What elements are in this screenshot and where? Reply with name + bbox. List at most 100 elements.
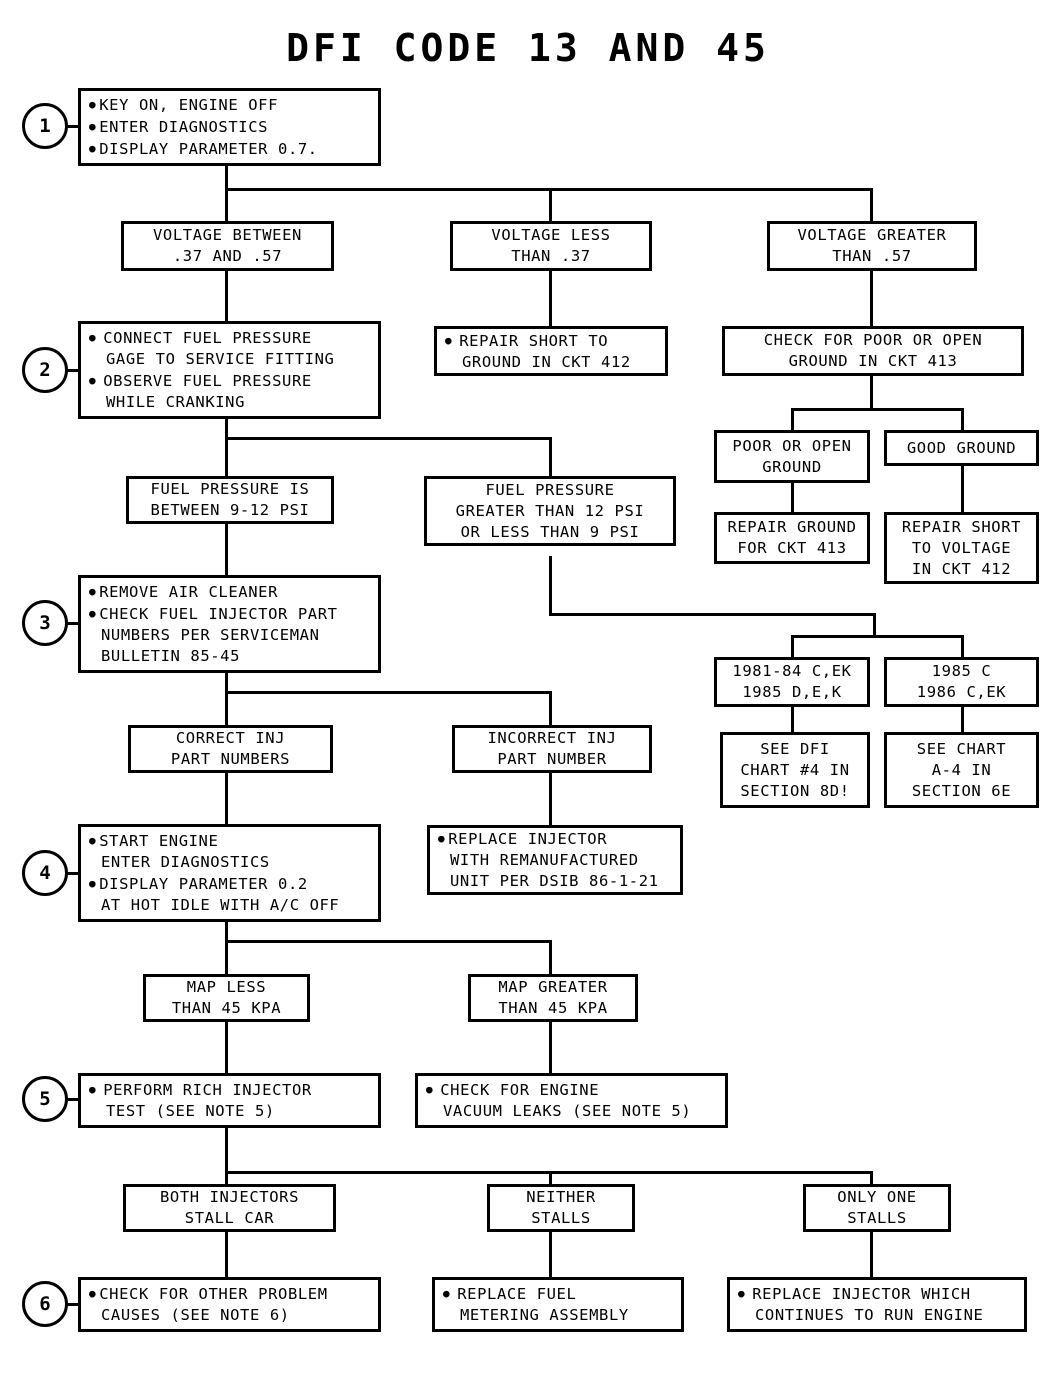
see-dfi-chart-4-section-8d-box[interactable]: SEE DFI CHART #4 IN SECTION 8D!	[720, 732, 870, 808]
connector-line	[549, 691, 552, 729]
connector-line	[791, 635, 964, 638]
connect-fuel-pressure-gage-box[interactable]: CONNECT FUEL PRESSURE GAGE TO SERVICE FI…	[78, 321, 381, 419]
box-line: TO VOLTAGE	[911, 538, 1012, 557]
connector-line	[870, 374, 873, 410]
map-less-than-45-kpa-box[interactable]: MAP LESS THAN 45 KPA	[143, 974, 310, 1022]
box-line: CHECK FOR POOR OR OPEN	[763, 331, 983, 349]
box-line: METERING ASSEMBLY	[460, 1306, 629, 1324]
box-line: CAUSES (SEE NOTE 6)	[101, 1306, 290, 1324]
check-engine-vacuum-leaks-box[interactable]: CHECK FOR ENGINE VACUUM LEAKS (SEE NOTE …	[415, 1073, 728, 1128]
remove-air-cleaner-check-injector-box[interactable]: REMOVE AIR CLEANER CHECK FUEL INJECTOR P…	[78, 575, 381, 673]
repair-short-to-voltage-ckt-412-box[interactable]: REPAIR SHORT TO VOLTAGE IN CKT 412	[884, 512, 1039, 584]
box-line: 1985 D,E,K	[742, 683, 842, 701]
repair-ground-ckt-413-box[interactable]: REPAIR GROUND FOR CKT 413	[714, 512, 870, 564]
step-marker-5: 5	[22, 1076, 68, 1122]
box-line: ONLY ONE	[837, 1188, 917, 1206]
both-injectors-stall-car-box[interactable]: BOTH INJECTORS STALL CAR	[123, 1184, 336, 1232]
replace-fuel-metering-assembly-box[interactable]: REPLACE FUEL METERING ASSEMBLY	[432, 1277, 684, 1332]
box-line: REPAIR SHORT	[901, 517, 1022, 536]
box-line: .37 AND .57	[172, 247, 283, 265]
box-line: KEY ON, ENGINE OFF	[81, 94, 278, 116]
check-other-problem-causes-box[interactable]: CHECK FOR OTHER PROBLEM CAUSES (SEE NOTE…	[78, 1277, 381, 1332]
see-chart-a-4-section-6e-box[interactable]: SEE CHART A-4 IN SECTION 6E	[884, 732, 1039, 808]
connector-line	[549, 188, 552, 221]
box-line: IN CKT 412	[911, 559, 1012, 578]
connector-line	[791, 408, 964, 411]
box-line: GOOD GROUND	[906, 438, 1017, 457]
key-on-engine-off-box[interactable]: KEY ON, ENGINE OFF ENTER DIAGNOSTICS DIS…	[78, 88, 381, 166]
voltage-less-box[interactable]: VOLTAGE LESS THAN .37	[450, 221, 652, 271]
connector-line	[870, 188, 873, 221]
box-line: CONNECT FUEL PRESSURE	[81, 327, 312, 349]
box-line: OR LESS THAN 9 PSI	[460, 522, 640, 541]
start-engine-display-parameter-box[interactable]: START ENGINE ENTER DIAGNOSTICS DISPLAY P…	[78, 824, 381, 922]
page-title: DFI CODE 13 AND 45	[286, 26, 770, 70]
box-line: VOLTAGE GREATER	[797, 226, 947, 244]
box-line: POOR OR OPEN	[732, 436, 852, 455]
incorrect-inj-part-number-box[interactable]: INCORRECT INJ PART NUMBER	[452, 725, 652, 773]
good-ground-box[interactable]: GOOD GROUND	[884, 430, 1039, 466]
box-line: WHILE CRANKING	[106, 393, 246, 411]
perform-rich-injector-test-box[interactable]: PERFORM RICH INJECTOR TEST (SEE NOTE 5)	[78, 1073, 381, 1128]
connector-line	[225, 671, 228, 729]
box-line: START ENGINE	[81, 830, 218, 852]
box-line: MAP LESS	[186, 978, 267, 996]
box-line: CONTINUES TO RUN ENGINE	[755, 1306, 984, 1324]
box-line: GREATER THAN 12 PSI	[455, 501, 645, 520]
box-line: FUEL PRESSURE	[485, 480, 615, 499]
replace-injector-continues-to-run-box[interactable]: REPLACE INJECTOR WHICH CONTINUES TO RUN …	[727, 1277, 1027, 1332]
step-connector-stub	[66, 369, 80, 372]
step-label: 4	[39, 862, 51, 884]
box-line: VACUUM LEAKS (SEE NOTE 5)	[443, 1102, 692, 1120]
box-line: BOTH INJECTORS	[159, 1188, 300, 1206]
box-line: STALLS	[847, 1209, 907, 1227]
box-line: AT HOT IDLE WITH A/C OFF	[101, 896, 340, 914]
box-line: INCORRECT INJ	[487, 729, 617, 747]
box-line: REPAIR SHORT TO	[437, 330, 608, 352]
step-label: 1	[39, 115, 51, 137]
connector-line	[225, 940, 552, 943]
fuel-pressure-out-of-range-box[interactable]: FUEL PRESSURE GREATER THAN 12 PSI OR LES…	[424, 476, 676, 546]
step-marker-1: 1	[22, 103, 68, 149]
box-line: STALL CAR	[184, 1209, 275, 1227]
model-years-1981-84-box[interactable]: 1981-84 C,EK 1985 D,E,K	[714, 657, 870, 707]
box-line: CHECK FOR OTHER PROBLEM	[81, 1283, 328, 1305]
connector-line	[961, 635, 964, 657]
voltage-between-box[interactable]: VOLTAGE BETWEEN .37 AND .57	[121, 221, 334, 271]
box-line: A-4 IN	[931, 760, 992, 779]
correct-inj-part-numbers-box[interactable]: CORRECT INJ PART NUMBERS	[128, 725, 333, 773]
step-marker-6: 6	[22, 1281, 68, 1327]
model-years-1985-1986-box[interactable]: 1985 C 1986 C,EK	[884, 657, 1039, 707]
step-label: 3	[39, 612, 51, 634]
box-line: CHECK FUEL INJECTOR PART	[81, 603, 338, 625]
box-line: TEST (SEE NOTE 5)	[106, 1102, 275, 1120]
voltage-greater-box[interactable]: VOLTAGE GREATER THAN .57	[767, 221, 977, 271]
step-connector-stub	[66, 1098, 80, 1101]
box-line: REPLACE INJECTOR	[430, 828, 607, 850]
poor-or-open-ground-box[interactable]: POOR OR OPEN GROUND	[714, 430, 870, 483]
connector-line	[791, 408, 794, 430]
box-line: NEITHER	[526, 1188, 596, 1206]
connector-line	[225, 417, 228, 477]
box-line: THAN 45 KPA	[171, 999, 282, 1017]
connector-line	[870, 1171, 873, 1185]
connector-line	[225, 188, 228, 221]
replace-injector-remanufactured-box[interactable]: REPLACE INJECTOR WITH REMANUFACTURED UNI…	[427, 825, 683, 895]
step-connector-stub	[66, 622, 80, 625]
check-poor-open-ground-ckt-413-box[interactable]: CHECK FOR POOR OR OPEN GROUND IN CKT 413	[722, 326, 1024, 376]
connector-line	[549, 1232, 552, 1277]
step-connector-stub	[66, 1303, 80, 1306]
connector-line	[870, 1232, 873, 1277]
map-greater-than-45-kpa-box[interactable]: MAP GREATER THAN 45 KPA	[468, 974, 638, 1022]
connector-line	[225, 437, 552, 440]
box-line: REPLACE INJECTOR WHICH	[730, 1283, 971, 1305]
box-line: THAN .57	[832, 247, 912, 265]
repair-short-to-ground-ckt-412-box[interactable]: REPAIR SHORT TO GROUND IN CKT 412	[434, 326, 668, 376]
box-line: GAGE TO SERVICE FITTING	[106, 350, 335, 368]
neither-stalls-box[interactable]: NEITHER STALLS	[487, 1184, 635, 1232]
box-line: ENTER DIAGNOSTICS	[81, 116, 268, 138]
only-one-stalls-box[interactable]: ONLY ONE STALLS	[803, 1184, 951, 1232]
connector-line	[873, 613, 876, 637]
fuel-pressure-between-9-12-psi-box[interactable]: FUEL PRESSURE IS BETWEEN 9-12 PSI	[126, 476, 334, 524]
connector-line	[549, 940, 552, 978]
